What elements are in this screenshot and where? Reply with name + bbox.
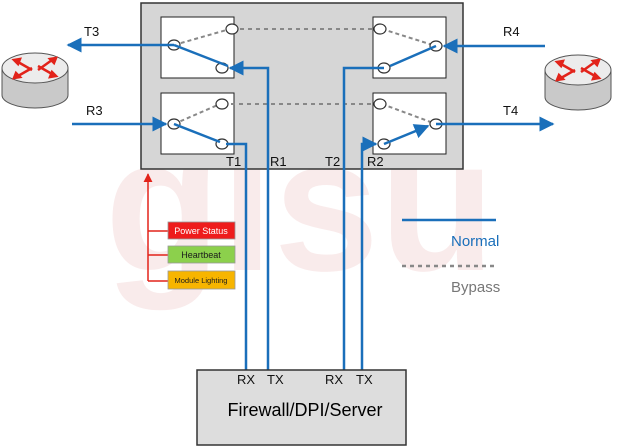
legend-normal-label: Normal bbox=[451, 233, 499, 250]
router-icon-right bbox=[544, 54, 612, 111]
label-t4: T4 bbox=[503, 103, 518, 118]
module-lighting-badge bbox=[167, 270, 236, 290]
server-rx1: RX bbox=[237, 372, 255, 387]
server-tx2: TX bbox=[356, 372, 373, 387]
path-t1 bbox=[226, 142, 248, 372]
label-r4: R4 bbox=[503, 24, 520, 39]
path-r1 bbox=[228, 60, 270, 372]
module-lighting-label: Module Lighting bbox=[175, 276, 228, 285]
heartbeat-badge bbox=[167, 245, 236, 264]
status-indicator-lines bbox=[143, 173, 168, 282]
server-box bbox=[196, 369, 407, 446]
label-r2: R2 bbox=[367, 154, 384, 169]
label-r1: R1 bbox=[270, 154, 287, 169]
heartbeat-label: Heartbeat bbox=[181, 250, 221, 260]
path-r2 bbox=[360, 136, 378, 372]
power-status-label: Power Status bbox=[174, 226, 228, 236]
label-t2: T2 bbox=[325, 154, 340, 169]
legend-bypass-label: Bypass bbox=[451, 279, 500, 296]
server-label: Firewall/DPI/Server bbox=[227, 400, 382, 420]
router-icon-left bbox=[1, 52, 69, 109]
label-r3: R3 bbox=[86, 103, 103, 118]
power-status-badge bbox=[167, 221, 236, 240]
path-t2 bbox=[342, 66, 384, 372]
label-t1: T1 bbox=[226, 154, 241, 169]
server-tx1: TX bbox=[267, 372, 284, 387]
server-rx2: RX bbox=[325, 372, 343, 387]
label-t3: T3 bbox=[84, 24, 99, 39]
